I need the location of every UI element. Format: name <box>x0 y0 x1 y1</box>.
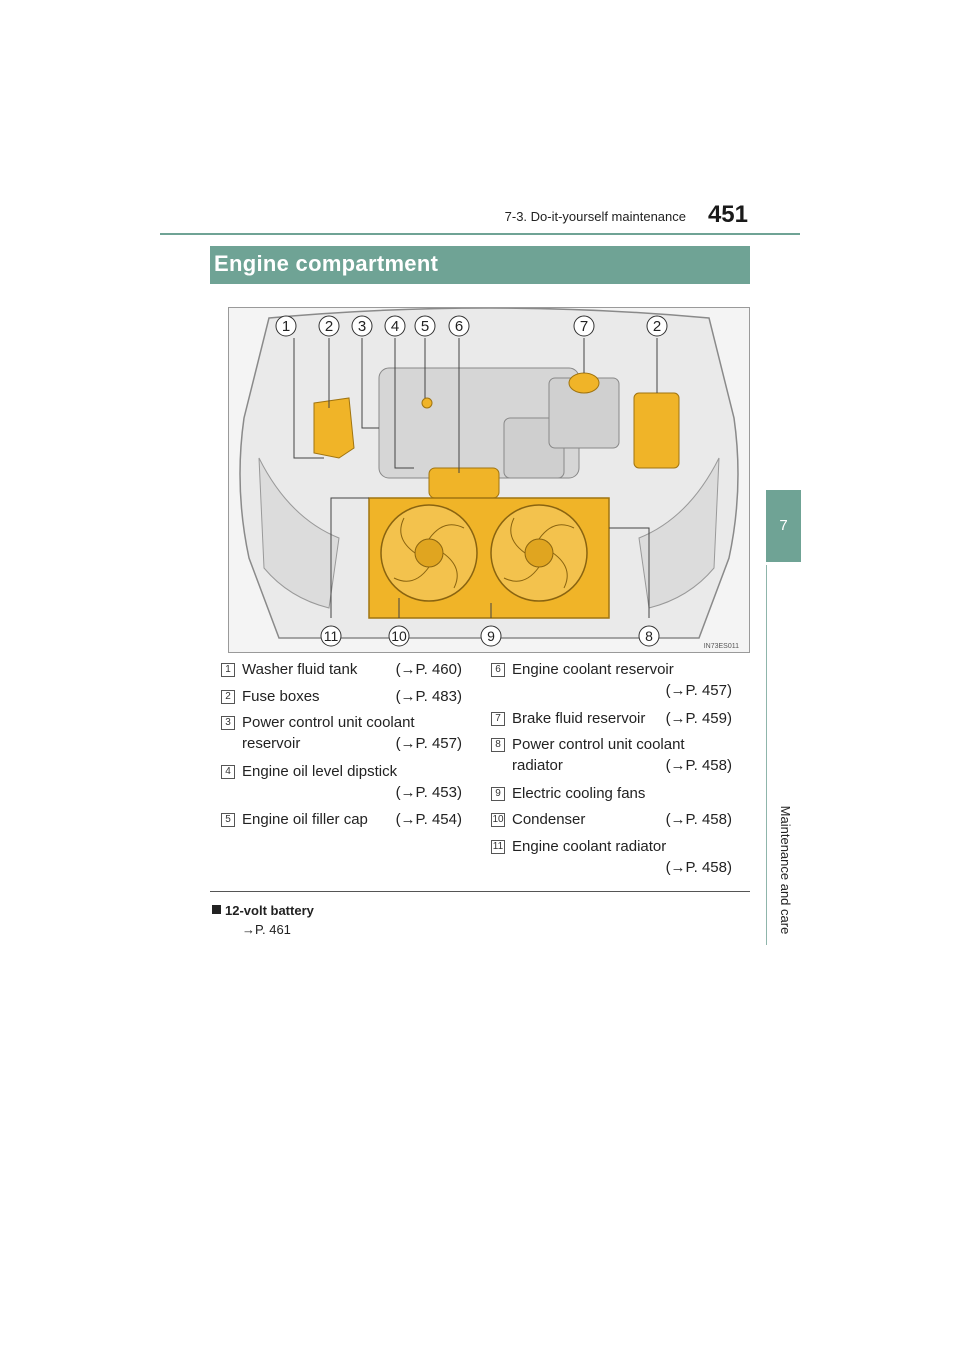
callout-label: 3 <box>358 318 366 335</box>
item-number: 3 <box>221 716 235 730</box>
item-label: Engine oil level dipstick <box>242 763 398 780</box>
engine-illustration: 1 2 3 4 5 6 7 2 11 10 9 8 IN73ES0 <box>239 308 739 650</box>
fuse-box-right-part <box>633 392 680 469</box>
item-ref: (→P. 457) <box>665 682 732 699</box>
page-number: 451 <box>707 201 748 228</box>
item-label: Power control unit coolant <box>512 736 685 753</box>
item-label: Condenser <box>512 811 586 828</box>
note-reference: →P. 461 <box>242 922 291 937</box>
engine-compartment-figure: 1 2 3 4 5 6 7 2 11 10 9 8 IN73ES0 <box>228 307 750 653</box>
item-ref: (→P. 483) <box>395 688 462 705</box>
callout-circle <box>573 315 595 337</box>
fan-hub-right <box>524 538 554 568</box>
figure-code: IN73ES011 <box>704 643 739 650</box>
item-label: Engine coolant reservoir <box>512 661 674 678</box>
callout-label: 4 <box>391 318 399 335</box>
callout-circle <box>275 315 297 337</box>
item-ref: (→P. 458) <box>665 859 732 876</box>
callout-circle <box>320 625 342 647</box>
leader-lines <box>293 338 658 618</box>
callout-circle <box>318 315 340 337</box>
note-bullet-icon <box>212 905 221 914</box>
item-number: 10 <box>491 813 505 827</box>
note-rule <box>210 891 750 892</box>
item-number: 8 <box>491 738 505 752</box>
item-label-cont: radiator <box>512 757 563 774</box>
callout-circle <box>351 315 373 337</box>
item-ref: (→P. 458) <box>665 811 732 828</box>
chapter-title: Maintenance and care <box>778 805 793 935</box>
callout-label: 1 <box>282 318 290 335</box>
item-number: 1 <box>221 663 235 677</box>
note-heading: 12-volt battery <box>225 903 314 918</box>
item-number: 7 <box>491 712 505 726</box>
item-label: Electric cooling fans <box>512 785 646 802</box>
chapter-number: 7 <box>779 517 788 534</box>
washer-fluid-tank-part <box>313 397 355 459</box>
item-ref: (→P. 460) <box>395 661 462 678</box>
oil-filler-cap-part <box>421 397 433 409</box>
item-number: 4 <box>221 765 235 779</box>
item-label: Power control unit coolant <box>242 714 415 731</box>
item-number: 9 <box>491 787 505 801</box>
item-label: Brake fluid reservoir <box>512 710 646 727</box>
callout-circle <box>448 315 470 337</box>
item-number: 11 <box>491 840 505 854</box>
callout-label: 5 <box>421 318 429 335</box>
item-label-cont: reservoir <box>242 735 301 752</box>
callout-circle <box>646 315 668 337</box>
item-number: 6 <box>491 663 505 677</box>
callout-label: 2 <box>653 318 661 335</box>
item-ref: (→P. 458) <box>665 757 732 774</box>
callout-label: 7 <box>580 318 588 335</box>
callout-label: 9 <box>487 628 495 644</box>
coolant-reservoir-part <box>428 467 500 499</box>
item-number: 5 <box>221 813 235 827</box>
callout-label: 6 <box>455 318 463 335</box>
header-rule <box>160 233 800 235</box>
item-ref: (→P. 454) <box>395 811 462 828</box>
top-callouts: 1 2 3 4 5 6 7 2 <box>275 315 668 337</box>
bottom-callouts: 11 10 9 8 <box>320 625 660 647</box>
item-label: Engine oil filler cap <box>242 811 368 828</box>
item-label: Fuse boxes <box>242 688 320 705</box>
brake-fluid-reservoir-part <box>568 372 600 394</box>
item-ref: (→P. 459) <box>665 710 732 727</box>
chapter-tab-rule <box>766 565 767 945</box>
headlight-left <box>258 457 340 609</box>
callout-label: 8 <box>645 628 653 644</box>
headlight-right <box>638 457 720 609</box>
callout-label: 10 <box>391 628 407 644</box>
callout-label: 2 <box>325 318 333 335</box>
section-reference: 7-3. Do-it-yourself maintenance <box>504 209 686 224</box>
section-title: Engine compartment <box>214 251 439 276</box>
callout-label: 11 <box>324 628 339 644</box>
callout-circle <box>384 315 406 337</box>
callout-circle <box>480 625 502 647</box>
section-title-bar <box>210 246 750 284</box>
item-ref: (→P. 457) <box>395 735 462 752</box>
callout-circle <box>638 625 660 647</box>
item-label: Engine coolant radiator <box>512 838 667 855</box>
callout-circle <box>388 625 410 647</box>
item-label: Washer fluid tank <box>242 661 358 678</box>
item-ref: (→P. 453) <box>395 784 462 801</box>
fan-blades <box>393 517 575 589</box>
item-number: 2 <box>221 690 235 704</box>
chapter-tab <box>766 490 801 562</box>
callout-circle <box>414 315 436 337</box>
fan-hub-left <box>414 538 444 568</box>
